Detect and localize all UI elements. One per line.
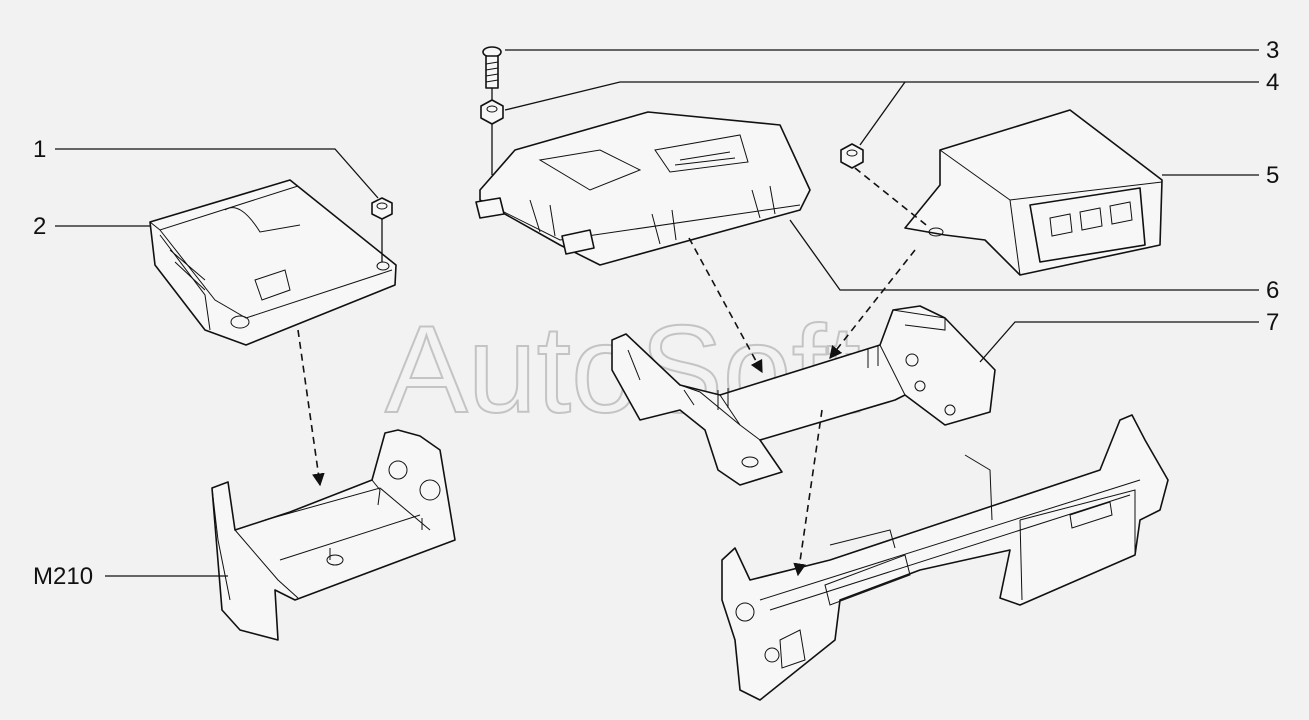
callout-2: 2 [33, 213, 46, 240]
callout-6: 6 [1266, 277, 1279, 304]
callout-3: 3 [1266, 37, 1279, 64]
mounting-bracket-left [211, 429, 456, 641]
callout-1: 1 [33, 136, 46, 163]
nut-4-right [840, 143, 864, 169]
callout-5: 5 [1266, 162, 1279, 189]
control-unit-left [149, 179, 397, 346]
assembly-lines [297, 88, 931, 577]
leader-lines [55, 49, 1259, 577]
callout-7: 7 [1266, 309, 1279, 336]
control-unit-center [475, 111, 811, 266]
screw-3 [482, 46, 502, 89]
callout-m210: M210 [33, 563, 93, 590]
dashboard-cross-member [721, 414, 1169, 701]
nut-4-center [480, 99, 504, 125]
callout-4: 4 [1266, 69, 1279, 96]
relay-module-right [904, 109, 1163, 276]
mounting-bracket-center [611, 305, 996, 486]
nut-1 [371, 197, 393, 220]
